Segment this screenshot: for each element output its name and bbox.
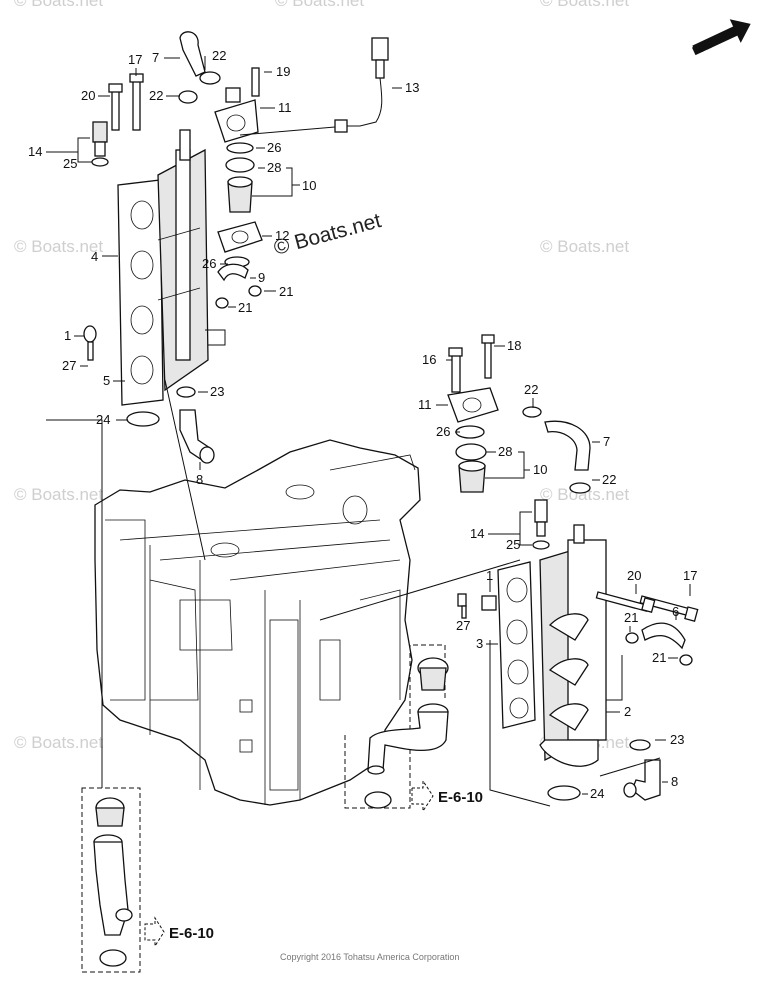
hose-7-right [522, 406, 591, 494]
callout-label: 7 [152, 50, 159, 65]
callout-label: 6 [672, 604, 679, 619]
callout-label: 22 [212, 48, 226, 63]
hose-bottom-right [547, 739, 661, 801]
callout-label: 20 [81, 88, 95, 103]
temperature-sender [239, 37, 389, 136]
reference-arrow-icon [144, 916, 165, 948]
reference-label-left: E-6-10 [169, 925, 214, 942]
intake-gasket-left [117, 179, 164, 406]
callout-label: 3 [476, 636, 483, 651]
callout-label: 27 [456, 618, 470, 633]
callout-label: 25 [506, 537, 520, 552]
watermark-text: © Boats.net [14, 237, 103, 256]
callout-label: 24 [590, 786, 604, 801]
watermark-text: © Boats.net [540, 485, 629, 504]
intake-manifold-left [157, 129, 226, 392]
fitting-left [91, 121, 109, 167]
callout-label: 28 [267, 160, 281, 175]
intake-manifold-right [539, 524, 623, 767]
callouts-right: 16 18 22 11 7 26 28 10 22 14 25 1 20 17 … [418, 338, 697, 801]
callout-label: 23 [670, 732, 684, 747]
callout-label: 7 [603, 434, 610, 449]
callout-label: 17 [683, 568, 697, 583]
callout-label: 22 [602, 472, 616, 487]
callout-label: 10 [533, 462, 547, 477]
thermostat-assembly-left [214, 67, 263, 309]
hose-top-left [178, 31, 221, 104]
front-direction-indicator: FR. [690, 19, 751, 58]
callout-label: 20 [627, 568, 641, 583]
cylinder-block [94, 439, 421, 806]
callout-label: 11 [278, 100, 292, 115]
hose-bottom-left [83, 325, 215, 464]
copyright-text: Copyright 2016 Tohatsu America Corporati… [280, 952, 459, 962]
callout-label: 2 [624, 704, 631, 719]
reference-label-center: E-6-10 [438, 789, 483, 806]
callout-label: 24 [96, 412, 110, 427]
watermark-text: © Boats.net [275, 0, 364, 10]
callout-label: 4 [91, 249, 98, 264]
manifold-bolts-right [595, 591, 699, 622]
callout-label: 21 [238, 300, 252, 315]
intake-gasket-right [497, 561, 536, 729]
callout-label: 26 [202, 256, 216, 271]
leader-lines [46, 56, 691, 807]
callout-label: 22 [149, 88, 163, 103]
callout-label: 14 [28, 144, 42, 159]
water-hose-group-center [344, 644, 449, 809]
arrow-icon [692, 19, 751, 55]
fitting-right [532, 499, 550, 550]
callouts-left: 7 22 17 19 20 22 11 13 14 25 26 28 10 4 … [28, 48, 419, 487]
watermark-text: © Boats.net [14, 485, 103, 504]
callout-label: 18 [507, 338, 521, 353]
callout-label: 11 [418, 397, 432, 412]
watermark-text: © Boats.net [540, 237, 629, 256]
reference-left: E-6-10 [144, 916, 214, 948]
callout-label: 28 [498, 444, 512, 459]
callout-label: 26 [267, 140, 281, 155]
watermark-text: © Boats.net [14, 0, 103, 10]
water-hose-group-left [81, 787, 141, 973]
callout-label: 21 [624, 610, 638, 625]
manifold-bolts-left [108, 73, 144, 131]
callout-label: 16 [422, 352, 436, 367]
plug-and-bolt-right [457, 593, 497, 619]
watermark-text: © Boats.net [540, 0, 629, 10]
watermark-text: © Boats.net [14, 733, 103, 752]
callout-label: 1 [64, 328, 71, 343]
callout-label: 8 [196, 472, 203, 487]
reference-arrow-icon [411, 779, 434, 813]
callout-label: 14 [470, 526, 484, 541]
hose-6 [625, 622, 693, 666]
callout-label: 26 [436, 424, 450, 439]
callout-label: 23 [210, 384, 224, 399]
callout-label: 12 [275, 228, 289, 243]
callout-label: 22 [524, 382, 538, 397]
callout-label: 27 [62, 358, 76, 373]
callout-label: 10 [302, 178, 316, 193]
callout-label: 21 [652, 650, 666, 665]
callout-label: 17 [128, 52, 142, 67]
thermostat-assembly-right [447, 334, 499, 493]
callout-label: 8 [671, 774, 678, 789]
callout-label: 5 [103, 373, 110, 388]
callout-label: 13 [405, 80, 419, 95]
callout-label: 21 [279, 284, 293, 299]
callout-label: 1 [486, 568, 493, 583]
reference-center: E-6-10 [411, 779, 483, 813]
callout-label: 19 [276, 64, 290, 79]
callout-label: 9 [258, 270, 265, 285]
callout-label: 25 [63, 156, 77, 171]
